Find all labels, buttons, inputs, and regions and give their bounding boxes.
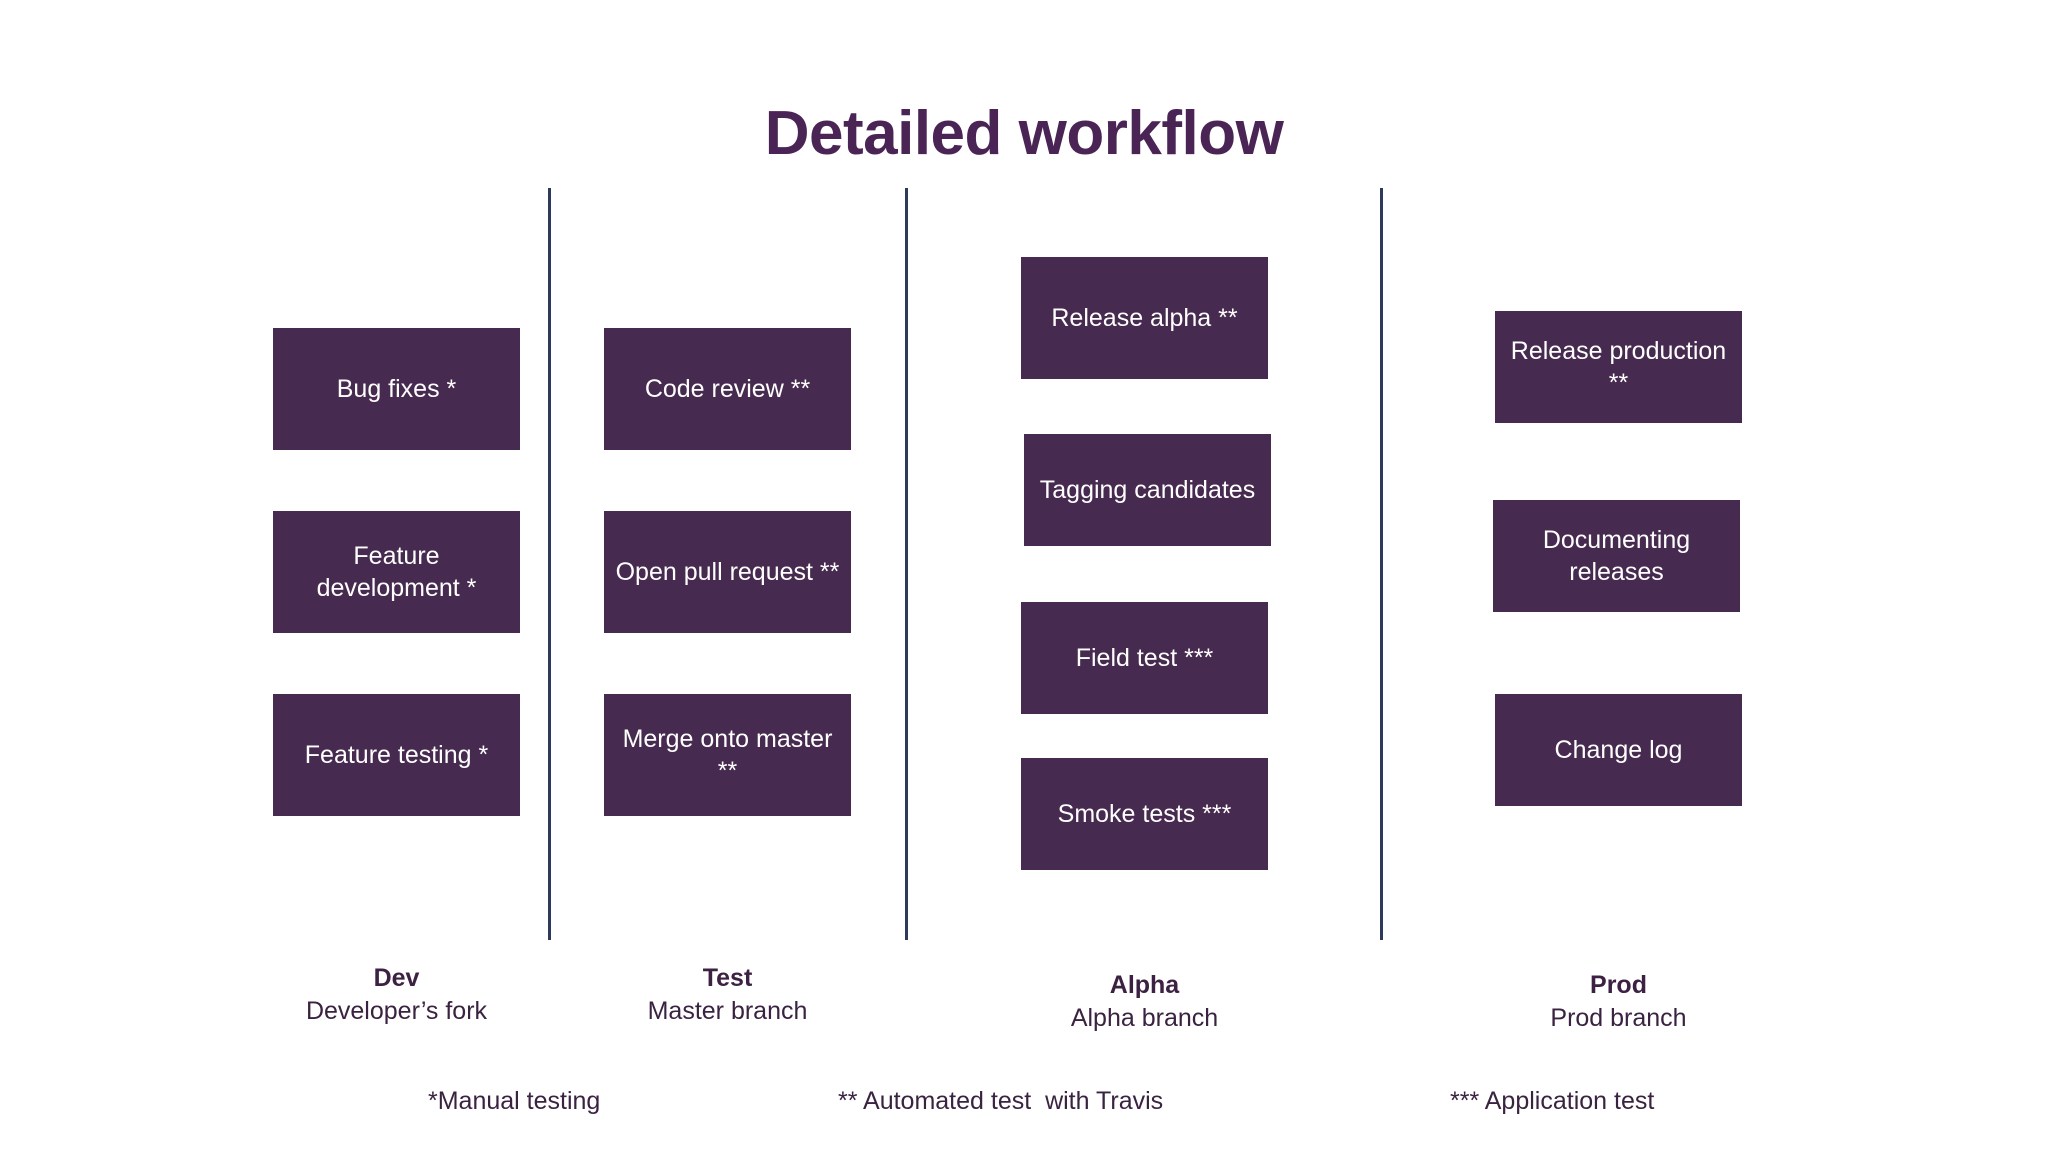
column-name-dev: Dev [373,964,420,992]
workflow-box-feature-testing[interactable]: Feature testing * [273,694,520,816]
column-subtitle-test: Master branch [647,996,808,1025]
workflow-box-bug-fixes[interactable]: Bug fixes * [273,328,520,450]
workflow-box-field-test[interactable]: Field test *** [1021,602,1268,714]
workflow-box-documenting-releases[interactable]: Documenting releases [1493,500,1740,612]
column-subtitle-alpha: Alpha branch [1070,1003,1219,1032]
footnote-manual-testing: *Manual testing [428,1087,601,1115]
column-label-dev: Dev Developer’s fork [273,962,520,1028]
column-subtitle-prod: Prod branch [1550,1003,1687,1032]
footnote-application-test: *** Application test [1450,1087,1655,1115]
workflow-box-code-review[interactable]: Code review ** [604,328,851,450]
column-name-prod: Prod [1590,971,1647,999]
workflow-box-release-production[interactable]: Release production ** [1495,311,1742,423]
footnote-automated-test: ** Automated test with Travis [838,1087,1164,1115]
workflow-box-smoke-tests[interactable]: Smoke tests *** [1021,758,1268,870]
column-subtitle-dev: Developer’s fork [305,996,488,1025]
workflow-box-change-log[interactable]: Change log [1495,694,1742,806]
workflow-box-tagging-candidates[interactable]: Tagging candidates [1024,434,1271,546]
column-label-prod: Prod Prod branch [1495,969,1742,1035]
workflow-box-open-pull-request[interactable]: Open pull request ** [604,511,851,633]
workflow-box-merge-onto-master[interactable]: Merge onto master ** [604,694,851,816]
page-title: Detailed workflow [764,99,1284,168]
column-name-test: Test [702,964,753,992]
workflow-box-feature-development[interactable]: Feature development * [273,511,520,633]
column-label-alpha: Alpha Alpha branch [1021,969,1268,1035]
lane-divider-dev-test [548,188,551,940]
column-label-test: Test Master branch [604,962,851,1028]
workflow-box-release-alpha[interactable]: Release alpha ** [1021,257,1268,379]
column-name-alpha: Alpha [1109,971,1180,999]
lane-divider-alpha-prod [1380,188,1383,940]
lane-divider-test-alpha [905,188,908,940]
